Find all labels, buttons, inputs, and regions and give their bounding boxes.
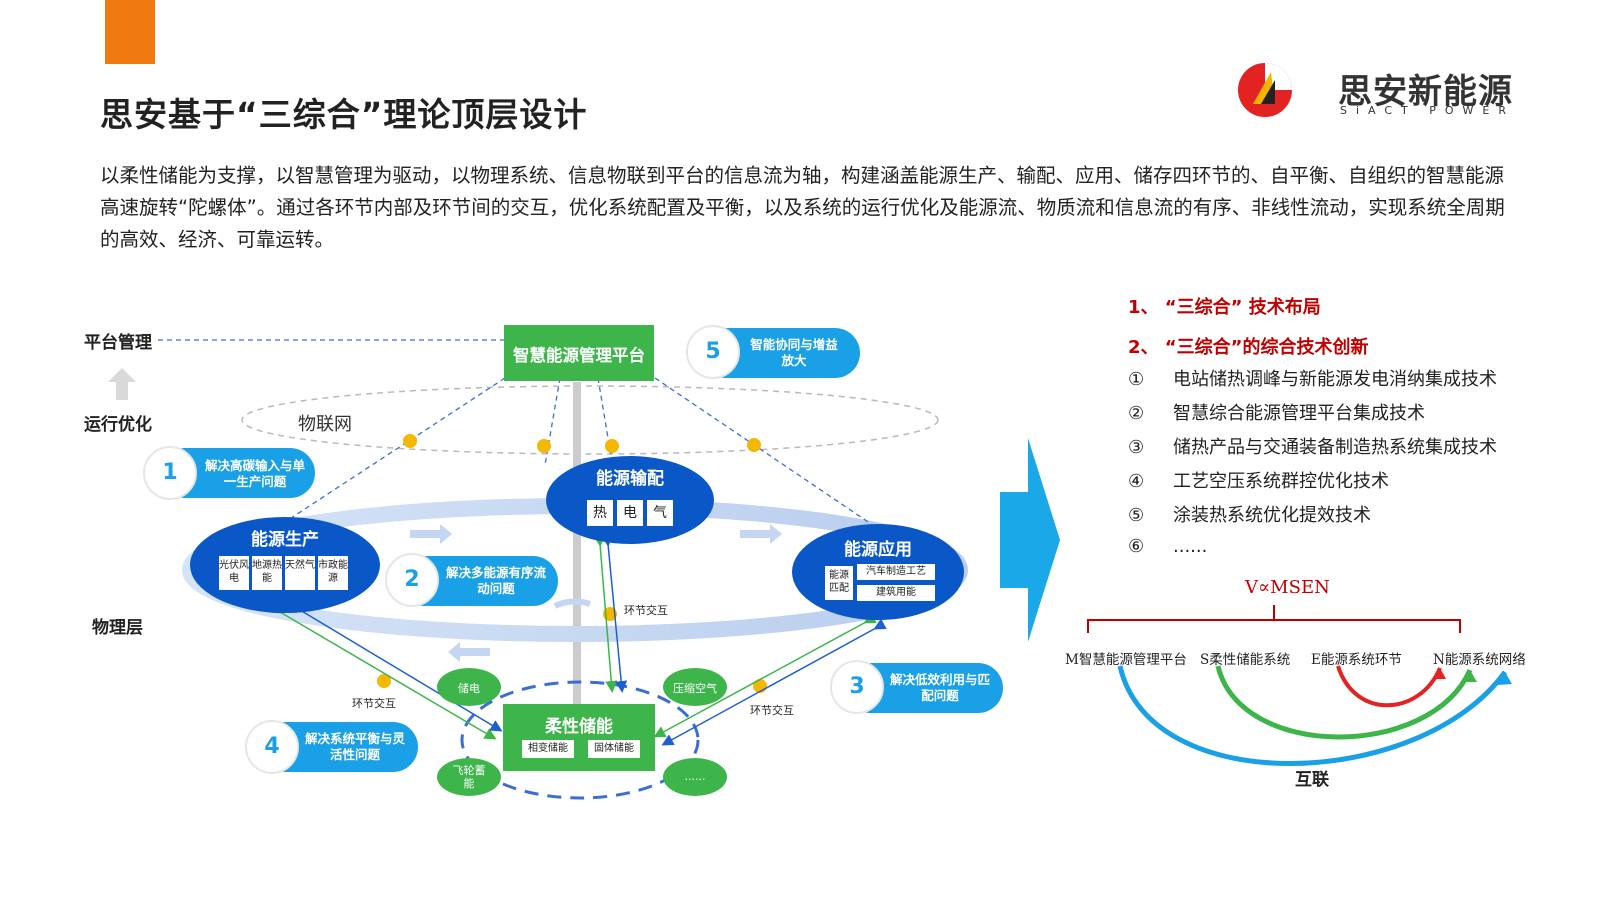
badge-number: 1 bbox=[162, 460, 178, 485]
orange-accent-block bbox=[105, 0, 155, 64]
badge-number: 2 bbox=[404, 567, 420, 592]
badge-text: 解决低效利用与匹配问题 bbox=[890, 672, 991, 703]
production-item: 市政能源 bbox=[318, 556, 348, 590]
problem-badge-3 bbox=[830, 660, 1003, 714]
n-label: N能源系统网络 bbox=[1433, 652, 1526, 668]
distribution-title: 能源输配 bbox=[596, 469, 664, 489]
big-right-arrow-icon bbox=[1000, 438, 1060, 642]
tech-heading-1: 1、 “三综合” 技术布局 bbox=[1128, 297, 1321, 318]
production-item: 地源热能 bbox=[252, 556, 282, 590]
storage-item: 相变储能 bbox=[522, 740, 574, 758]
badge-number: 3 bbox=[849, 674, 865, 699]
s-label: S柔性储能系统 bbox=[1200, 652, 1291, 668]
interconnect-label: 互联 bbox=[1295, 770, 1329, 790]
page-title: 思安基于“三综合”理论顶层设计 bbox=[100, 95, 588, 134]
problem-badge-1 bbox=[143, 446, 315, 500]
vertical-axis bbox=[573, 382, 581, 712]
distribution-item-power: 电 bbox=[617, 500, 643, 526]
badge-text: 解决系统平衡与灵活性问题 bbox=[305, 731, 406, 762]
iot-ellipse bbox=[241, 385, 939, 455]
application-title: 能源应用 bbox=[844, 540, 912, 560]
arc-e-to-n bbox=[1336, 665, 1442, 708]
logo-subtext: SiACT POWER bbox=[1340, 104, 1516, 117]
badge-text: 解决多能源有序流动问题 bbox=[446, 565, 547, 596]
iot-label: 物联网 bbox=[298, 414, 352, 435]
interaction-label-right: 环节交互 bbox=[750, 704, 794, 717]
siact-logo-icon bbox=[1238, 63, 1292, 117]
logo-text: 思安新能源 bbox=[1338, 72, 1513, 112]
sat-power: 储电 bbox=[458, 682, 480, 695]
badge-number: 4 bbox=[264, 734, 280, 759]
arc-s-to-n bbox=[1215, 665, 1473, 740]
badge-number: 5 bbox=[705, 339, 721, 364]
problem-badge-5 bbox=[686, 325, 860, 379]
tech-item: ⑥...... bbox=[1128, 536, 1208, 557]
layer-optimize-label: 运行优化 bbox=[84, 415, 152, 435]
arc-m-to-n bbox=[1117, 665, 1508, 766]
sat-compressed-air: 压缩空气 bbox=[673, 682, 717, 695]
distribution-items: 热 电 气 bbox=[587, 500, 673, 526]
distribution-item-heat: 热 bbox=[587, 500, 613, 526]
up-arrow-icon bbox=[108, 368, 136, 400]
interaction-label-middle: 环节交互 bbox=[624, 604, 668, 617]
platform-box bbox=[504, 325, 654, 381]
sat-flywheel: 飞轮蓄能 bbox=[452, 764, 486, 790]
production-item: 光伏风电 bbox=[219, 556, 249, 590]
layer-physical-label: 物理层 bbox=[92, 618, 143, 638]
application-item: 建筑用能 bbox=[857, 585, 935, 601]
badge-text: 智能协同与增益放大 bbox=[750, 337, 838, 368]
distribution-item-gas: 气 bbox=[647, 500, 673, 526]
sat-more: ...... bbox=[684, 770, 706, 783]
badge-text: 解决高碳输入与单一生产问题 bbox=[204, 458, 305, 489]
storage-item: 固体储能 bbox=[588, 740, 640, 758]
problem-badge-4 bbox=[245, 720, 418, 774]
production-item: 天然气 bbox=[285, 556, 315, 590]
intro-paragraph: 以柔性储能为支撑，以智慧管理为驱动，以物理系统、信息物联到平台的信息流为轴，构建… bbox=[100, 164, 1505, 251]
application-item: 汽车制造工艺 bbox=[857, 564, 935, 580]
layer-platform-label: 平台管理 bbox=[84, 333, 152, 353]
storage-box bbox=[503, 704, 655, 771]
interaction-label-left: 环节交互 bbox=[352, 697, 396, 710]
production-items: 光伏风电 地源热能 天然气 市政能源 bbox=[219, 556, 348, 590]
production-title: 能源生产 bbox=[251, 530, 319, 550]
m-label: M智慧能源管理平台 bbox=[1065, 652, 1187, 668]
problem-badge-2 bbox=[385, 553, 558, 607]
formula-bracket bbox=[1087, 619, 1461, 633]
platform-box-title: 智慧能源管理平台 bbox=[513, 346, 645, 365]
formula: V∝MSEN bbox=[1245, 577, 1330, 598]
storage-title: 柔性储能 bbox=[545, 717, 613, 737]
tech-heading-2: 2、 “三综合”的综合技术创新 bbox=[1128, 337, 1369, 358]
e-label: E能源系统环节 bbox=[1311, 652, 1402, 668]
application-match: 能源匹配 bbox=[825, 566, 853, 600]
